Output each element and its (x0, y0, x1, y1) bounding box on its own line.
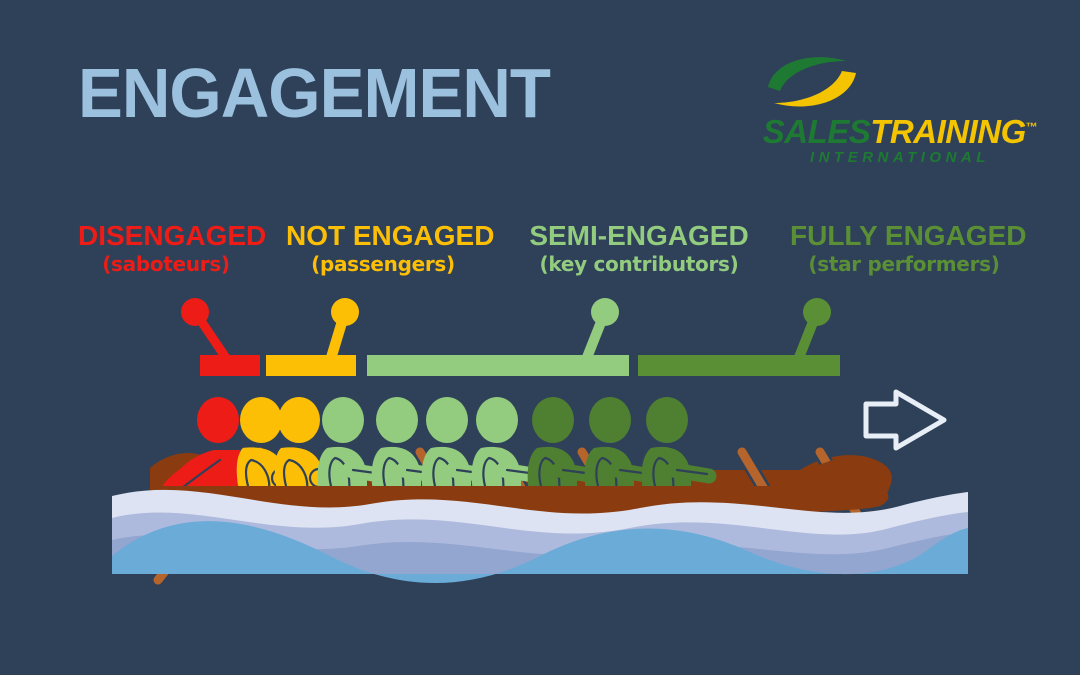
brand-logo: SALESTRAINING™ INTERNATIONAL (760, 55, 1040, 190)
logo-trademark: ™ (1025, 120, 1038, 134)
legend-label-main: SEMI-ENGAGED (529, 220, 749, 251)
bar-segment-semi_engaged[interactable] (367, 355, 629, 376)
bar-marker-dot-disengaged[interactable] (181, 298, 209, 326)
rower-head (376, 397, 418, 443)
direction-arrow-icon (863, 389, 947, 451)
legend-label-sub: (passengers) (311, 252, 455, 276)
legend-label-disengaged: DISENGAGED (saboteurs) (78, 220, 267, 276)
rower-head (197, 397, 239, 443)
legend-label-semi-engaged: SEMI-ENGAGED (key contributors) (526, 220, 752, 276)
legend-label-main: DISENGAGED (78, 220, 267, 251)
legend-label-main: FULLY ENGAGED (790, 220, 1027, 251)
rower-1[interactable] (162, 397, 243, 496)
rower-head (240, 397, 282, 443)
logo-swoosh-icon (768, 57, 856, 107)
rower-head (426, 397, 468, 443)
bar-segment-group-fully_engaged (638, 298, 840, 376)
water-layer-front (112, 521, 968, 583)
boat-stern-top (798, 456, 892, 502)
rower-head (589, 397, 631, 443)
bar-marker-dot-not_engaged[interactable] (331, 298, 359, 326)
bar-segment-fully_engaged[interactable] (638, 355, 840, 376)
rower-arm-outline (180, 458, 222, 490)
bar-segment-disengaged[interactable] (200, 355, 260, 376)
logo-word-sales: SALES (762, 113, 871, 150)
bar-segment-group-disengaged (181, 298, 260, 376)
legend-label-main: NOT ENGAGED (286, 220, 495, 251)
logo-wordmark: SALESTRAINING™ (760, 115, 1040, 148)
rower-head (532, 397, 574, 443)
bar-segment-group-not_engaged (266, 298, 359, 376)
rower-head (322, 397, 364, 443)
legend-label-fully-engaged: FULLY ENGAGED (star performers) (790, 220, 1027, 276)
rower-head (278, 397, 320, 443)
legend-label-not-engaged: NOT ENGAGED (passengers) (286, 220, 495, 276)
rower-head (476, 397, 518, 443)
rower-head (646, 397, 688, 443)
legend-label-sub: (key contributors) (539, 252, 739, 276)
rower-arm (162, 450, 224, 496)
bar-marker-dot-fully_engaged[interactable] (803, 298, 831, 326)
logo-word-training: TRAINING (870, 113, 1026, 150)
bar-marker-dot-semi_engaged[interactable] (591, 298, 619, 326)
rower-forearm-outline (675, 468, 709, 476)
logo-subtitle: INTERNATIONAL (810, 149, 990, 166)
legend-label-sub: (saboteurs) (102, 252, 230, 276)
bar-segment-group-semi_engaged (367, 298, 629, 376)
legend-label-sub: (star performers) (808, 252, 1000, 276)
water-group (112, 489, 968, 583)
page-title: ENGAGEMENT (78, 54, 551, 132)
bar-segment-not_engaged[interactable] (266, 355, 356, 376)
